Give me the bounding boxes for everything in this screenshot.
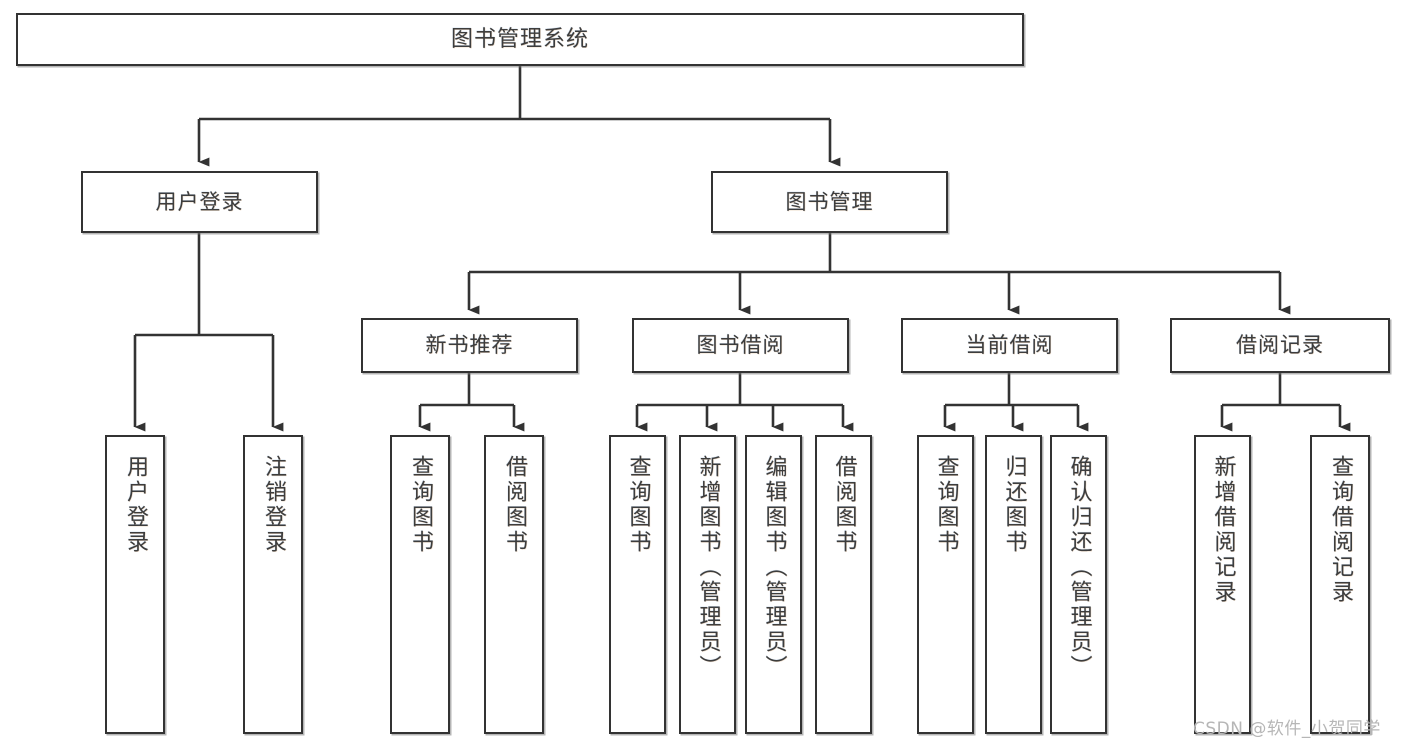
- node-current-borrow[interactable]: 当前借阅: [901, 318, 1118, 373]
- node-book-borrow[interactable]: 图书借阅: [632, 318, 849, 373]
- node-leaf-borrow-book-label: 借阅图书: [831, 455, 857, 555]
- node-leaf-query-book-cur[interactable]: 查询图书: [917, 435, 974, 734]
- node-leaf-user-logout[interactable]: 注销登录: [243, 435, 303, 734]
- node-leaf-query-borrow-record-label: 查询借阅记录: [1328, 455, 1353, 605]
- node-leaf-return-book[interactable]: 归还图书: [985, 435, 1042, 734]
- node-leaf-query-book-borrow[interactable]: 查询图书: [609, 435, 666, 734]
- csdn-watermark: CSDN @软件_小贺同学: [1193, 719, 1381, 739]
- node-leaf-query-borrow-record[interactable]: 查询借阅记录: [1310, 435, 1370, 734]
- node-book-manage-label: 图书管理: [785, 189, 874, 214]
- node-leaf-borrow-book-rec[interactable]: 借阅图书: [484, 435, 544, 734]
- node-root-label: 图书管理系统: [450, 26, 589, 52]
- node-leaf-add-book-admin[interactable]: 新增图书（管理员）: [679, 435, 736, 734]
- node-leaf-query-book-rec[interactable]: 查询图书: [390, 435, 450, 734]
- node-leaf-edit-book-admin-label: 编辑图书（管理员）: [761, 455, 787, 680]
- node-book-borrow-label: 图书借阅: [696, 333, 785, 358]
- node-book-manage[interactable]: 图书管理: [711, 171, 948, 233]
- node-borrow-record-label: 借阅记录: [1236, 333, 1324, 358]
- node-borrow-record[interactable]: 借阅记录: [1170, 318, 1390, 373]
- node-user-login-label: 用户登录: [155, 189, 244, 214]
- node-leaf-borrow-book[interactable]: 借阅图书: [815, 435, 872, 734]
- node-leaf-confirm-return-admin[interactable]: 确认归还（管理员）: [1050, 435, 1107, 734]
- node-user-login[interactable]: 用户登录: [81, 171, 318, 233]
- node-leaf-borrow-book-rec-label: 借阅图书: [502, 455, 527, 555]
- node-leaf-user-logout-label: 注销登录: [261, 455, 286, 555]
- node-leaf-edit-book-admin[interactable]: 编辑图书（管理员）: [745, 435, 802, 734]
- node-leaf-query-book-borrow-label: 查询图书: [625, 455, 651, 555]
- node-current-borrow-label: 当前借阅: [965, 333, 1054, 358]
- node-leaf-add-borrow-record-label: 新增借阅记录: [1210, 455, 1236, 605]
- node-new-book-recommend-label: 新书推荐: [425, 333, 514, 358]
- node-leaf-return-book-label: 归还图书: [1001, 455, 1027, 555]
- node-leaf-query-book-cur-label: 查询图书: [933, 455, 959, 555]
- node-leaf-query-book-rec-label: 查询图书: [408, 455, 433, 555]
- node-leaf-user-login-label: 用户登录: [123, 455, 148, 555]
- node-new-book-recommend[interactable]: 新书推荐: [361, 318, 578, 373]
- node-leaf-add-borrow-record[interactable]: 新增借阅记录: [1194, 435, 1251, 734]
- node-root[interactable]: 图书管理系统: [16, 13, 1024, 66]
- node-leaf-confirm-return-admin-label: 确认归还（管理员）: [1066, 455, 1092, 680]
- node-leaf-user-login[interactable]: 用户登录: [105, 435, 165, 734]
- node-leaf-add-book-admin-label: 新增图书（管理员）: [695, 455, 721, 680]
